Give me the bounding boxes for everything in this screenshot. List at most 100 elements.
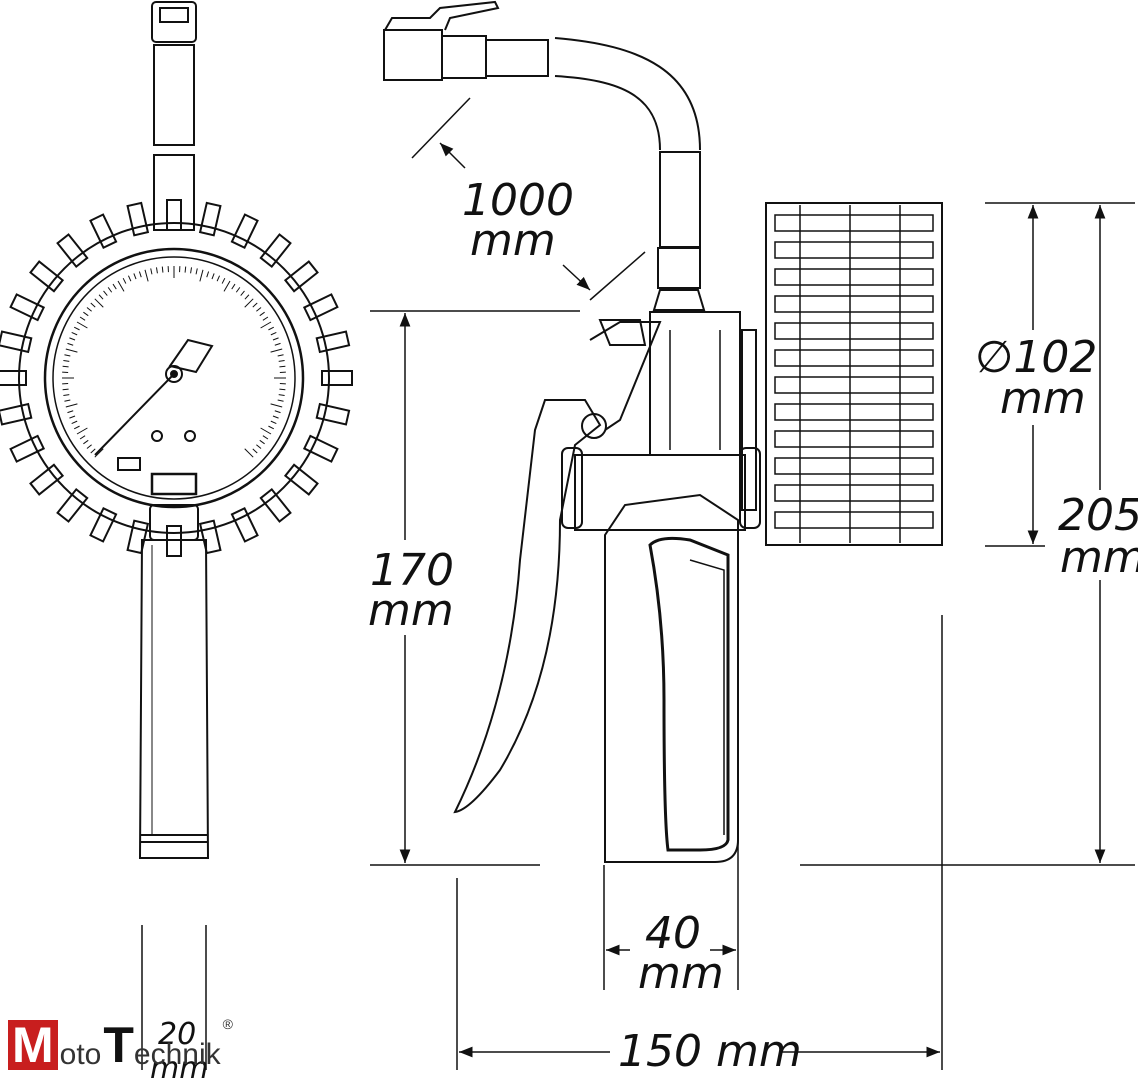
side-fin xyxy=(775,350,933,366)
bumper-fin xyxy=(11,436,44,462)
bumper-fin xyxy=(0,404,31,424)
gauge-tick xyxy=(113,284,116,289)
bumper-fin xyxy=(304,294,337,320)
hose-nut xyxy=(654,290,704,310)
gauge-tick xyxy=(67,343,73,345)
bumper-fin xyxy=(322,371,352,385)
hose-dim-ext-2 xyxy=(590,252,645,300)
gauge-tick xyxy=(207,271,209,277)
bumper-fin xyxy=(11,294,44,320)
gauge-tick xyxy=(80,436,85,439)
grip-insert xyxy=(650,538,728,850)
side-fin xyxy=(775,377,933,393)
gauge-tick xyxy=(123,278,126,283)
gauge-tick xyxy=(253,449,257,453)
gauge-tick xyxy=(156,267,157,273)
side-fin xyxy=(775,485,933,501)
dimension-labels: 1000 mm ∅102 mm 205 mm 170 mm 40 mm 150 … xyxy=(150,175,1138,1080)
bumper-fin xyxy=(128,203,148,235)
bumper-fin xyxy=(58,234,88,266)
side-fin xyxy=(775,269,933,285)
gauge-tick xyxy=(139,271,141,277)
bumper-fin xyxy=(200,521,220,553)
lower-body xyxy=(575,455,745,530)
gauge-tick xyxy=(263,317,268,320)
gauge-tick xyxy=(72,332,77,334)
gauge-tick xyxy=(104,291,108,296)
logo-text-echnik: echnik xyxy=(134,1040,221,1070)
gauge-tick xyxy=(261,428,271,434)
hose-dim-arrow-2 xyxy=(563,265,590,290)
bumper-fin xyxy=(30,465,62,495)
gauge-tick xyxy=(271,332,276,334)
gauge-tick xyxy=(83,312,88,316)
gauge-tick xyxy=(80,317,85,320)
gauge-tick xyxy=(63,389,69,390)
gauge-tick xyxy=(268,327,273,330)
gauge-tick xyxy=(87,445,92,449)
chuck-ferrule xyxy=(442,36,486,78)
gauge-tick xyxy=(196,268,197,274)
gauge-tick xyxy=(256,445,261,449)
gauge-tick xyxy=(108,287,112,292)
gauge-tick xyxy=(232,284,235,289)
bumper-fin xyxy=(261,234,291,266)
gauge-tick xyxy=(74,426,79,429)
gauge-tick xyxy=(279,395,285,396)
hose-straight xyxy=(660,152,700,247)
side-view-gun xyxy=(384,2,942,862)
bumper-fin xyxy=(58,489,88,521)
valve-body xyxy=(650,312,740,455)
gauge-tick xyxy=(279,366,285,367)
gauge-tick xyxy=(245,295,249,299)
gauge-tick xyxy=(77,428,87,434)
hose-curve-outer xyxy=(555,38,700,150)
gauge-window xyxy=(152,474,196,494)
gauge-tick xyxy=(200,270,203,282)
gauge-tick xyxy=(271,349,283,352)
gauge-tick xyxy=(63,366,69,367)
gauge-tick xyxy=(217,276,219,281)
bumper-fin xyxy=(232,508,258,541)
gauge-tick xyxy=(83,440,88,444)
gauge-tick xyxy=(99,295,103,299)
side-fin xyxy=(775,215,933,231)
gauge-tick xyxy=(145,270,148,282)
bumper-fin xyxy=(285,262,317,292)
bumper-fin xyxy=(90,508,116,541)
gauge-tick xyxy=(162,267,163,273)
gauge-tick xyxy=(128,276,130,281)
gauge-tick xyxy=(279,389,285,390)
hose-length-unit: mm xyxy=(470,215,556,266)
hose-dim-ext-1 xyxy=(412,98,470,158)
chuck-clip xyxy=(160,8,188,22)
gauge-tick xyxy=(118,281,124,291)
gauge-tick xyxy=(263,436,268,439)
gauge-tick xyxy=(66,404,78,407)
gauge-tick xyxy=(268,426,273,429)
gauge-diameter-unit: mm xyxy=(1000,373,1086,424)
gauge-tick xyxy=(91,449,95,453)
bumper-fin xyxy=(30,262,62,292)
gauge-needle xyxy=(95,374,174,455)
bumper-fin xyxy=(317,332,349,352)
side-fin xyxy=(775,458,933,474)
hose-front-lower xyxy=(154,155,194,230)
gauge-tick xyxy=(278,400,284,401)
bumper-fin xyxy=(0,371,26,385)
mototechnik-logo: M oto T echnik ® xyxy=(8,1016,233,1070)
hook-front xyxy=(600,320,645,345)
gauge-tick xyxy=(245,299,253,307)
grip-insert-line xyxy=(690,560,724,835)
bumper-fin xyxy=(167,200,181,230)
hose-fitting xyxy=(658,248,700,288)
gauge-tick xyxy=(256,308,261,312)
gauge-tick xyxy=(275,411,281,413)
gauge-tick xyxy=(151,268,152,274)
trigger-pivot xyxy=(582,414,606,438)
gauge-tick xyxy=(271,421,276,423)
gauge-tick xyxy=(66,349,78,352)
total-height-unit: mm xyxy=(1060,532,1138,583)
